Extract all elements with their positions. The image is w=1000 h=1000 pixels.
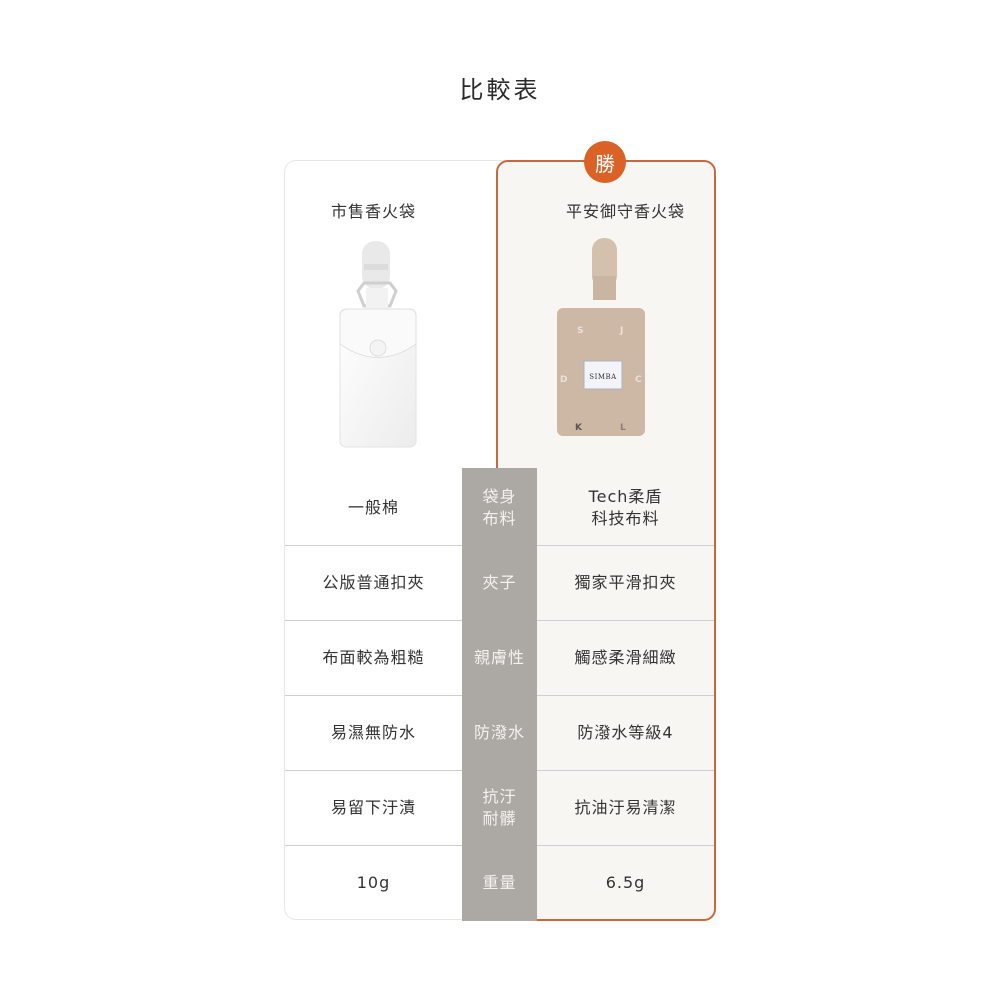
- table-row: 易濕無防水 防潑水 防潑水等級4: [285, 695, 714, 770]
- feature-label: 夾子: [482, 572, 517, 592]
- competitor-value: 易濕無防水: [330, 722, 416, 742]
- winner-value: Tech柔盾 科技布料: [588, 486, 663, 528]
- feature-label: 袋身 布料: [482, 486, 517, 528]
- feature-label: 防潑水: [473, 722, 525, 742]
- simba-pouch-image: S J D C K L SIMBA: [557, 238, 645, 436]
- table-row: 一般棉 袋身 布料 Tech柔盾 科技布料: [285, 470, 714, 545]
- svg-text:S: S: [577, 326, 583, 336]
- svg-text:C: C: [635, 375, 642, 385]
- svg-text:L: L: [620, 423, 626, 433]
- winner-badge: 勝: [584, 141, 626, 183]
- winner-value: 6.5g: [605, 872, 646, 892]
- svg-text:K: K: [575, 423, 583, 433]
- feature-label: 抗汙 耐髒: [482, 786, 517, 828]
- competitor-value: 易留下汙漬: [330, 797, 416, 817]
- column-header-competitor: 市售香火袋: [330, 202, 416, 221]
- table-row: 10g 重量 6.5g: [285, 845, 714, 920]
- table-row: 公版普通扣夾 夾子 獨家平滑扣夾: [285, 545, 714, 620]
- competitor-value: 公版普通扣夾: [322, 572, 425, 592]
- feature-column: [462, 468, 537, 921]
- table-row: 易留下汙漬 抗汙 耐髒 抗油汙易清潔: [285, 770, 714, 845]
- winner-value: 抗油汙易清潔: [574, 797, 677, 817]
- column-header-winner: 平安御守香火袋: [565, 202, 685, 221]
- feature-label: 親膚性: [473, 647, 525, 667]
- feature-label: 重量: [482, 872, 517, 892]
- competitor-value: 10g: [356, 872, 391, 892]
- svg-text:SIMBA: SIMBA: [589, 373, 617, 381]
- table-row: 布面較為粗糙 親膚性 觸感柔滑細緻: [285, 620, 714, 695]
- page-title: 比較表: [459, 76, 541, 104]
- winner-value: 防潑水等級4: [577, 722, 674, 742]
- competitor-value: 布面較為粗糙: [322, 647, 425, 667]
- winner-value: 觸感柔滑細緻: [574, 647, 677, 667]
- white-pouch-image: [339, 241, 417, 448]
- competitor-value: 一般棉: [347, 497, 399, 517]
- winner-value: 獨家平滑扣夾: [574, 572, 677, 592]
- svg-text:J: J: [619, 326, 623, 336]
- svg-text:D: D: [560, 375, 567, 385]
